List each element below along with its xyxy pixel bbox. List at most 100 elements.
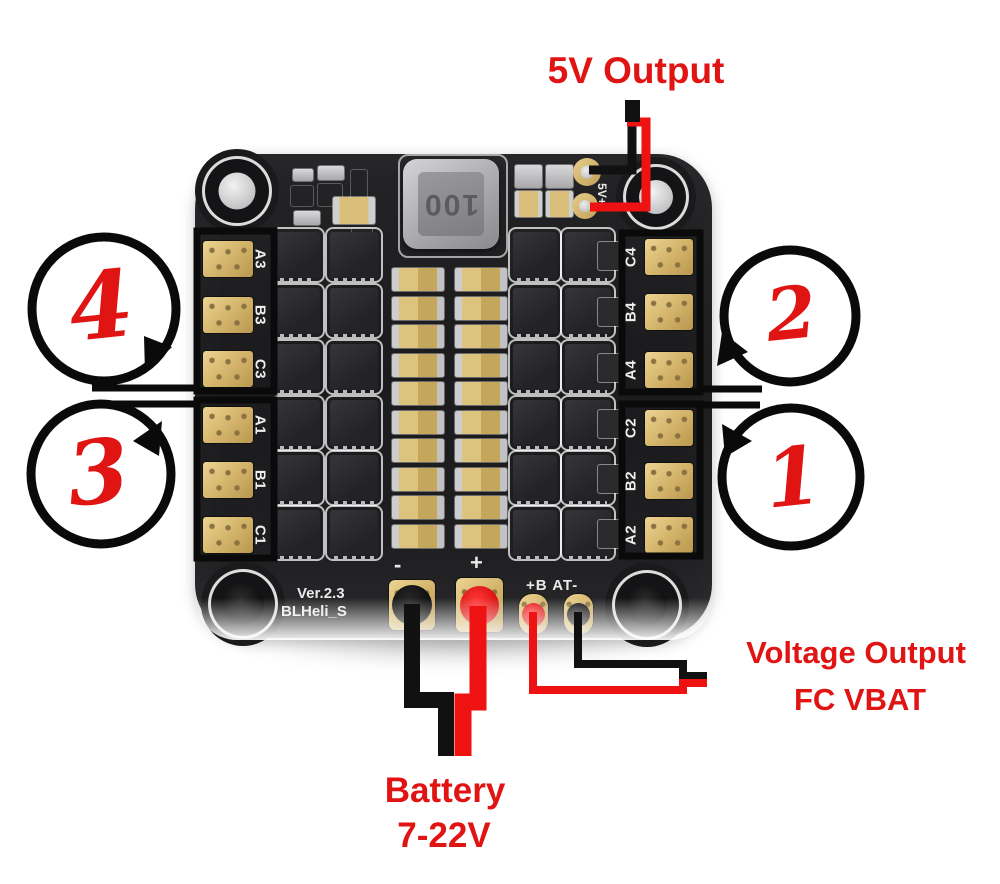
capacitor [454,324,508,349]
capacitor [454,524,508,549]
capacitor [391,296,445,321]
smd-component [545,164,574,189]
pad-hole [579,200,591,212]
inductor-core [418,172,484,236]
capacitor [391,381,445,406]
rotation-circle-motor4 [27,232,181,386]
silkscreen-plus: + [470,550,483,575]
smd-component [317,165,345,181]
mosfet-chip [508,283,562,339]
capacitor [391,410,445,435]
rotation-arrow-motor1 [722,424,752,457]
motor-number-1: 1 [760,427,826,527]
label-voltage-output: Voltage Output [746,635,966,670]
mosfet-chip [271,505,325,561]
rotation-arrow-motor2 [717,332,748,366]
mosfet-chip [325,505,383,561]
capacitor [391,353,445,378]
motor-pad-left [203,297,253,333]
pad-group-outline-motor2 [618,229,704,396]
driver-ic [597,297,623,327]
rotation-arrow-motor3 [133,421,162,456]
mosfet-chip [271,395,325,451]
silkscreen-bat-pads: +B AT- [526,577,579,594]
motor-pad-left [203,517,253,553]
rotation-arrow-motor4 [144,336,172,373]
pad-group-outline-motor3 [193,396,278,562]
battery-positive-wire [454,606,487,756]
mosfet-chip [508,450,562,506]
vbat-wire-red [529,612,707,694]
five-v-wire-red [590,117,651,212]
smd-capacitor [545,190,574,218]
driver-ic [597,519,623,549]
capacitor [391,524,445,549]
battery-negative-wire [404,604,454,756]
capacitor [454,296,508,321]
motor-pad-right [645,294,693,330]
capacitor [454,267,508,292]
silkscreen-version: Ver.2.3 [297,585,345,602]
mosfet-chip [325,395,383,451]
motor-number-4: 4 [63,248,139,364]
inductor-silkscreen-outline [398,154,508,258]
driver-ic [597,353,623,383]
rotation-circle-motor2 [719,245,861,387]
motor-pad-left [203,462,253,498]
mosfet-chip [325,227,383,283]
motor-pad-left [203,407,253,443]
label-5v-output: 5V Output [547,50,725,91]
smd-component [293,210,321,226]
inductor: 100 [403,159,499,249]
mosfet-chip [560,227,616,283]
motor-pad-right [645,239,693,275]
capacitor [391,267,445,292]
capacitor [391,495,445,520]
pad-group-outline-motor1 [618,400,704,560]
mosfet-chip [271,339,325,395]
mosfet-chip [271,450,325,506]
motor-pad-right [645,463,693,499]
mosfet-chip [325,339,383,395]
capacitor [454,438,508,463]
motor-number-3: 3 [62,417,134,527]
capacitor [391,467,445,492]
smd-component [514,164,543,189]
label-battery: Battery [384,771,506,810]
mounting-hole-core [218,172,256,210]
mosfet-chip [325,283,383,339]
capacitor [454,353,508,378]
five-v-wire-tip [625,100,640,122]
capacitor [391,438,445,463]
silkscreen-minus: - [394,552,402,577]
mosfet-chip [560,450,616,506]
capacitor [454,495,508,520]
mosfet-chip [508,227,562,283]
capacitor [454,467,508,492]
capacitor [454,410,508,435]
driver-ic [597,409,623,439]
rotation-circle-motor1 [717,403,865,551]
label-fc-vbat: FC VBAT [793,682,927,717]
smd-capacitor [514,190,543,218]
motor-pad-left [203,351,253,387]
mounting-hole-top-left [202,156,272,226]
motor-pad-left [203,241,253,277]
driver-ic [597,464,623,494]
mosfet-chip [325,450,383,506]
mosfet-chip [271,283,325,339]
motor-number-2: 2 [761,268,821,358]
mosfet-chip [508,395,562,451]
label-battery-voltage: 7-22V [397,816,491,855]
driver-ic [597,241,623,271]
mosfet-chip [271,227,325,283]
smd-component [292,168,314,182]
motor-pad-right [645,410,693,446]
motor-pad-right [645,352,693,388]
mosfet-chip [508,339,562,395]
motor-pad-right [645,517,693,553]
smd-capacitor [332,196,376,225]
vbat-wire-black [574,612,707,680]
